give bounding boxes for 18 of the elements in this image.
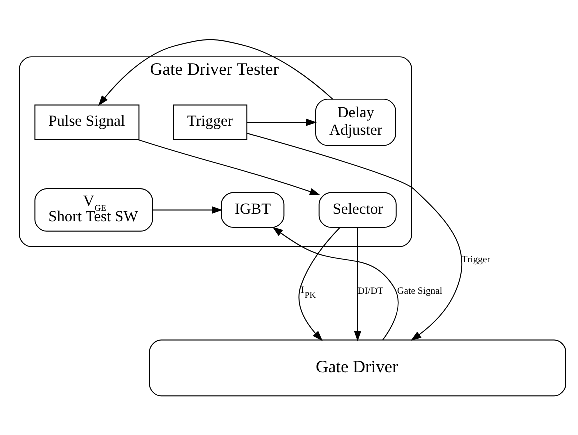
edge-label: I$_{PK}$ <box>301 284 316 300</box>
arrow <box>354 226 362 342</box>
node-box: Selector <box>318 192 397 228</box>
node-box: Gate Driver <box>149 339 566 396</box>
node-box: IGBT <box>221 192 285 228</box>
arrow <box>98 38 334 106</box>
node-box: Delay Adjuster <box>316 98 396 146</box>
arrow <box>246 118 318 126</box>
node-box: Trigger <box>173 104 248 140</box>
arrow <box>272 226 399 340</box>
edge-label: Trigger <box>462 254 490 265</box>
edge-label: Gate Signal <box>397 286 443 297</box>
arrow <box>152 206 223 214</box>
node-box: Pulse Signal <box>34 104 140 140</box>
arrow <box>138 138 321 195</box>
arrow <box>298 226 341 341</box>
node-box: V$_{GE}$ Short Test SW <box>34 188 154 232</box>
arrow <box>246 132 463 341</box>
